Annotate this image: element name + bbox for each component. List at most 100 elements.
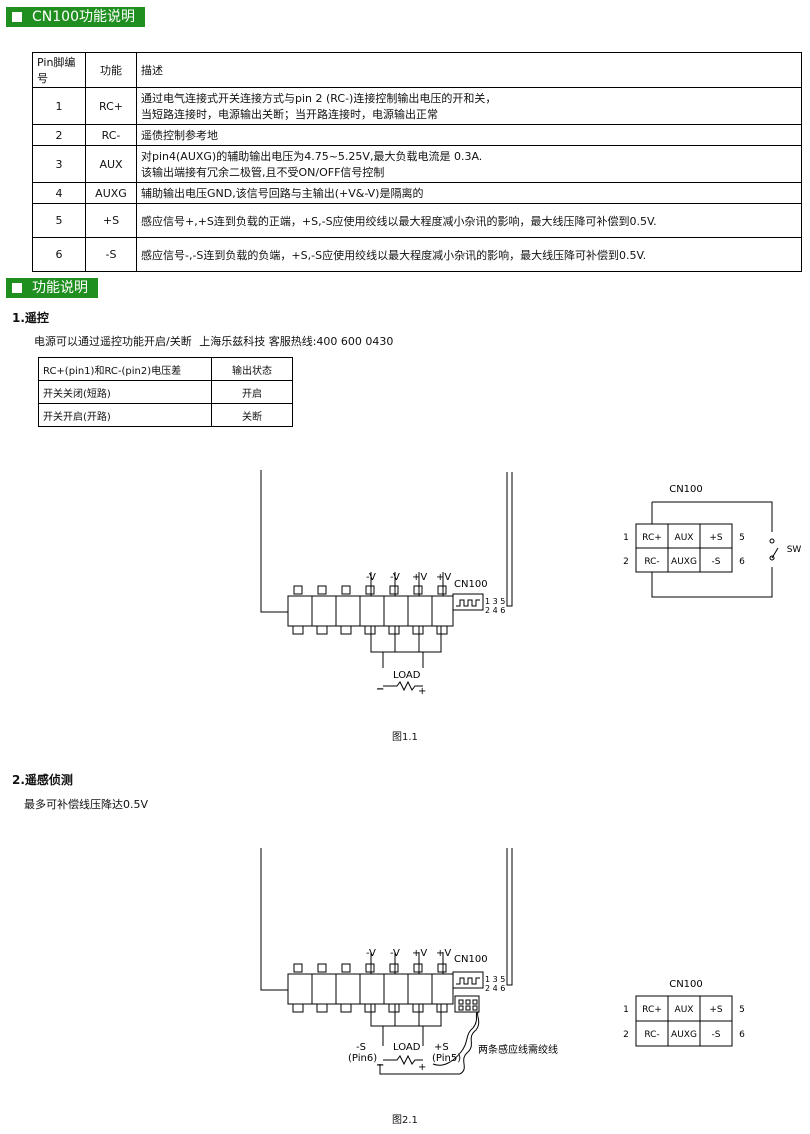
psu-outline xyxy=(506,848,513,986)
table-row: 4 AUXG 辅助输出电压GND,该信号回路与主输出(+V&-V)是隔离的 xyxy=(32,182,802,204)
switch-label: SW xyxy=(787,545,802,555)
section-header-cn100: CN100功能说明 xyxy=(6,7,145,27)
section-header-function: 功能说明 xyxy=(6,278,98,298)
heading-number: 1. xyxy=(12,311,25,325)
load-plus: + xyxy=(418,1062,426,1073)
pin-function: AUXG xyxy=(85,182,137,204)
grid-cell: AUX xyxy=(675,1005,694,1015)
load-wires xyxy=(370,1004,442,1027)
table-header-row: Pin脚编号 功能 描述 xyxy=(32,52,802,88)
grid-cell: AUXG xyxy=(671,1030,697,1040)
pin-row-odd: 1 3 5 xyxy=(485,975,505,984)
grid-pin-number: 5 xyxy=(739,1005,745,1015)
remote-desc-text: 电源可以通过遥控功能开启/关断 xyxy=(34,335,192,348)
sense-plug xyxy=(454,995,480,1013)
output-state: 关断 xyxy=(211,403,293,427)
terminal-screws xyxy=(292,585,448,635)
cn100-connector xyxy=(452,593,484,611)
pin-description: 感应信号-,-S连到负载的负端，+S,-S应使用绞线以最大程度减小杂讯的影响，最… xyxy=(136,237,802,272)
connector-pins xyxy=(456,599,480,607)
terminal-label: -V xyxy=(366,572,376,583)
grid-cell: +S xyxy=(709,1005,723,1015)
pin-grid-lines xyxy=(636,996,732,1046)
table-header-row: RC+(pin1)和RC-(pin2)电压差 输出状态 xyxy=(38,357,293,381)
table-row: 6 -S 感应信号-,-S连到负载的负端，+S,-S应使用绞线以最大程度减小杂讯… xyxy=(32,237,802,272)
terminal-leads xyxy=(370,952,444,974)
header-description: 描述 xyxy=(136,52,802,88)
hotline-text: 上海乐兹科技 客服热线:400 600 0430 xyxy=(199,335,394,348)
section-title: CN100功能说明 xyxy=(32,9,135,25)
output-state: 开启 xyxy=(211,380,293,404)
grid-title: CN100 xyxy=(669,484,703,495)
pin-number: 5 xyxy=(32,203,86,238)
section-title: 功能说明 xyxy=(32,280,88,296)
sense-heading: 2.遥感侦测 xyxy=(12,771,73,788)
psu-outline xyxy=(260,848,288,991)
pin-grid-lines xyxy=(636,524,732,572)
square-bullet-icon xyxy=(12,283,22,293)
desc-line: 该输出端接有冗余二极管,且不受ON/OFF信号控制 xyxy=(141,166,385,179)
load-label: LOAD xyxy=(393,670,421,681)
grid-pin-number: 2 xyxy=(623,557,629,567)
terminal-label: +V xyxy=(412,948,427,959)
figure-1-1-labels: -V -V +V +V CN100 1 3 5 2 4 6 LOAD − + xyxy=(366,572,505,697)
psu-outline xyxy=(506,472,513,607)
pin-row-even: 2 4 6 xyxy=(485,984,505,993)
header-function: 功能 xyxy=(85,52,137,88)
pin-function: -S xyxy=(85,237,137,272)
load-minus: − xyxy=(376,1060,384,1071)
terminal-label: +V xyxy=(436,572,451,583)
square-bullet-icon xyxy=(12,12,22,22)
pin-number: 6 xyxy=(32,237,86,272)
grid-cell: RC- xyxy=(644,557,659,567)
table-row: 开关关闭(短路) 开启 xyxy=(38,380,293,404)
pin-function-table: Pin脚编号 功能 描述 1 RC+ 通过电气连接式开关连接方式与pin 2 (… xyxy=(32,52,802,272)
remote-state-table: RC+(pin1)和RC-(pin2)电压差 输出状态 开关关闭(短路) 开启 … xyxy=(38,357,293,427)
grid-pin-number: 2 xyxy=(623,1030,629,1040)
switch-contact-icon xyxy=(769,555,775,561)
sense-description: 最多可补偿线压降达0.5V xyxy=(24,798,149,811)
grid-cell: -S xyxy=(712,1030,721,1040)
table-row: 5 +S 感应信号+,+S连到负载的正端，+S,-S应使用绞线以最大程度减小杂讯… xyxy=(32,203,802,238)
remote-heading: 1.遥控 xyxy=(12,309,49,326)
switch-loop-wire xyxy=(651,501,773,598)
terminal-leads xyxy=(370,572,444,596)
twisted-sense-wire xyxy=(432,1011,478,1066)
grid-pin-number: 1 xyxy=(623,1005,629,1015)
load-minus: − xyxy=(376,684,384,695)
load-resistor-icon xyxy=(382,652,424,692)
terminal-label: +V xyxy=(436,948,451,959)
pin-row-odd: 1 3 5 xyxy=(485,597,505,606)
figure-2-caption: 图2.1 xyxy=(392,1115,418,1126)
switch-contact-icon xyxy=(769,538,775,544)
connector-label: CN100 xyxy=(454,579,488,590)
grid-cell: AUXG xyxy=(671,557,697,567)
figure-1-caption: 图1.1 xyxy=(392,732,418,743)
heading-number: 2. xyxy=(12,773,25,787)
figure-2-1-labels: -V -V +V +V CN100 1 3 5 2 4 6 LOAD − + -… xyxy=(348,948,558,1073)
connector-pins xyxy=(456,977,480,985)
grid-cell: RC- xyxy=(644,1030,659,1040)
table-row: 3 AUX 对pin4(AUXG)的辅助输出电压为4.75~5.25V,最大负载… xyxy=(32,145,802,183)
twisted-pair-note: 两条感应线需绞线 xyxy=(478,1043,558,1056)
header-voltage-diff: RC+(pin1)和RC-(pin2)电压差 xyxy=(38,357,212,381)
grid-pin-number: 5 xyxy=(739,533,745,543)
heading-text: 遥感侦测 xyxy=(24,773,73,787)
switch-state: 开关开启(开路) xyxy=(38,403,212,427)
figure-1-1-diagram xyxy=(260,470,513,692)
load-label: LOAD xyxy=(393,1042,421,1053)
cn100-pinout-grid-1: CN100 RC+ AUX +S RC- AUXG -S 1 2 5 6 SW xyxy=(623,484,802,598)
pin-description: 感应信号+,+S连到负载的正端，+S,-S应使用绞线以最大程度减小杂讯的影响，最… xyxy=(136,203,802,238)
load-resistor-icon xyxy=(382,1026,424,1066)
desc-line: 通过电气连接式开关连接方式与pin 2 (RC-)连接控制输出电压的开和关， xyxy=(141,92,497,105)
pin-function: RC+ xyxy=(85,87,137,125)
grid-cell: +S xyxy=(709,533,723,543)
pin-description: 辅助输出电压GND,该信号回路与主输出(+V&-V)是隔离的 xyxy=(136,182,802,204)
neg-sense-label: -S xyxy=(356,1042,366,1053)
terminal-label: -V xyxy=(366,948,376,959)
load-wires xyxy=(370,626,442,653)
pos-sense-pin: (Pin5) xyxy=(432,1053,461,1064)
cn100-connector xyxy=(452,971,484,989)
table-row: 开关开启(开路) 关断 xyxy=(38,403,293,427)
grid-title: CN100 xyxy=(669,979,703,990)
